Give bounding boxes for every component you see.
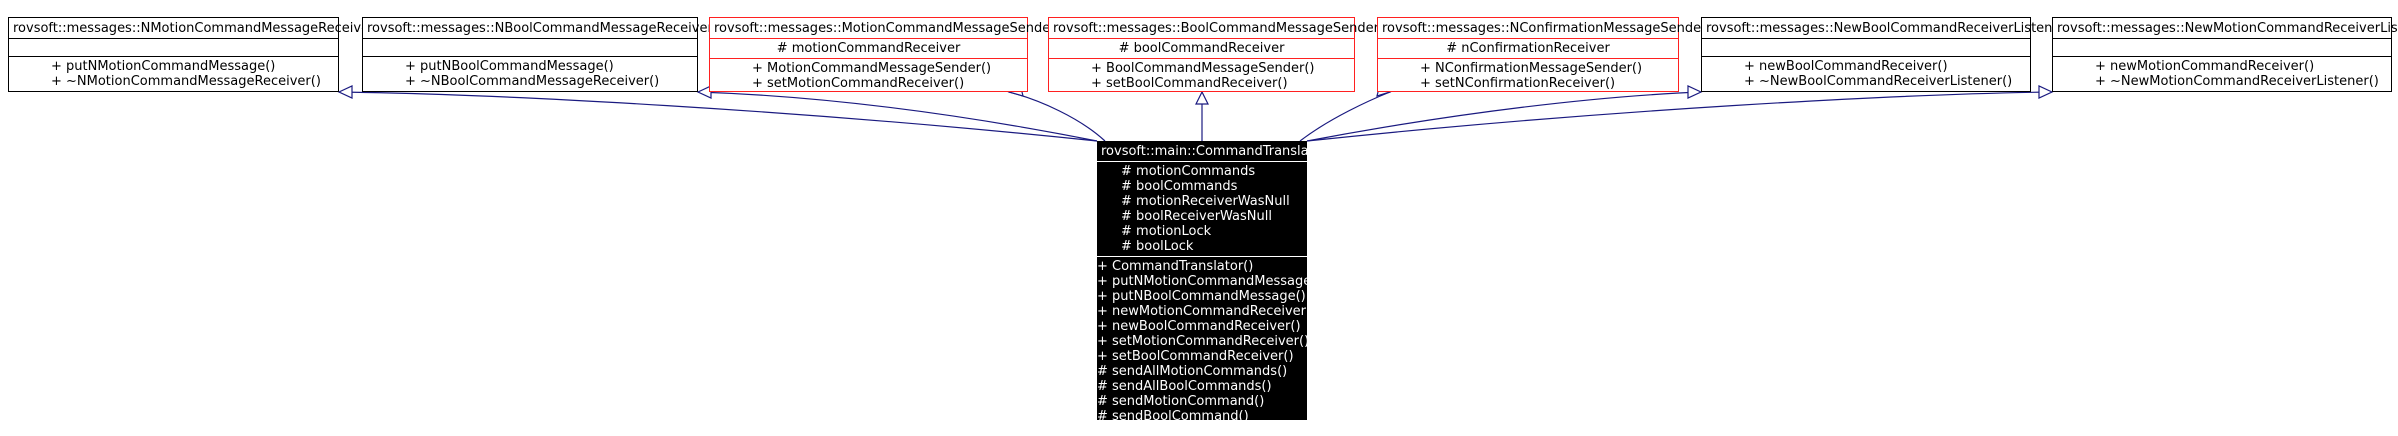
attribute: # boolReceiverWasNull — [1121, 209, 1272, 224]
operation: + setBoolCommandReceiver() — [1091, 76, 1288, 91]
attribute: # motionCommands — [1121, 164, 1256, 179]
edge-to-motion-sender — [1008, 91, 1106, 142]
edge-to-newmotion-listener — [1306, 91, 2053, 142]
class-name: rovsoft::messages::NBoolCommandMessageRe… — [367, 21, 713, 36]
operation: + setNConfirmationReceiver() — [1420, 76, 1616, 91]
inherit-arrowhead — [1687, 85, 1703, 99]
operations-section: + newBoolCommandReceiver() + ~NewBoolCom… — [1702, 56, 2030, 91]
operations-section: + CommandTranslator() + putNMotionComman… — [1097, 256, 1322, 426]
edge-to-nconfirmation-sender — [1299, 91, 1391, 142]
operation: + setMotionCommandReceiver() — [752, 76, 965, 91]
operation: + CommandTranslator() — [1097, 259, 1254, 274]
operation: # sendMotionCommand() — [1097, 394, 1265, 409]
class-name: rovsoft::messages::NMotionCommandMessage… — [13, 21, 375, 36]
attributes-section: # boolCommandReceiver — [1049, 38, 1354, 58]
attributes-section: # nConfirmationReceiver — [1378, 38, 1678, 58]
inherit-arrowhead — [1195, 90, 1209, 105]
operation: + ~NMotionCommandMessageReceiver() — [51, 74, 321, 89]
operations-section: + putNBoolCommandMessage() + ~NBoolComma… — [363, 56, 697, 91]
operation: # sendAllBoolCommands() — [1097, 379, 1272, 394]
operation: + ~NewMotionCommandReceiverListener() — [2095, 74, 2379, 89]
class-nmotion-command-message-receiver[interactable]: rovsoft::messages::NMotionCommandMessage… — [8, 17, 375, 92]
class-name: rovsoft::messages::MotionCommandMessageS… — [714, 21, 1056, 36]
operation: + MotionCommandMessageSender() — [752, 61, 992, 76]
operation: # sendAllMotionCommands() — [1097, 364, 1288, 379]
class-motion-command-message-sender[interactable]: rovsoft::messages::MotionCommandMessageS… — [709, 17, 1056, 93]
attribute: # motionLock — [1121, 224, 1212, 239]
operation: + newBoolCommandReceiver() — [1097, 319, 1301, 334]
operation: + putNBoolCommandMessage() — [1097, 289, 1306, 304]
operation: + putNMotionCommandMessage() — [51, 59, 276, 74]
attributes-section: # motionCommands # boolCommands # motion… — [1097, 161, 1307, 256]
class-name: rovsoft::main::CommandTranslator — [1101, 144, 1328, 159]
operation: + setMotionCommandReceiver() — [1097, 334, 1310, 349]
operation: + ~NBoolCommandMessageReceiver() — [405, 74, 660, 89]
class-name: rovsoft::messages::NewMotionCommandRecei… — [2057, 21, 2398, 36]
operation: + putNBoolCommandMessage() — [405, 59, 614, 74]
operations-section: + MotionCommandMessageSender() + setMoti… — [710, 58, 1027, 93]
class-command-translator[interactable]: rovsoft::main::CommandTranslator # motio… — [1097, 141, 1328, 424]
attribute: # motionReceiverWasNull — [1121, 194, 1290, 209]
operation: + ~NewBoolCommandReceiverListener() — [1744, 74, 2013, 89]
operation: + newMotionCommandReceiver() — [2095, 59, 2315, 74]
operation: + NConfirmationMessageSender() — [1420, 61, 1643, 76]
operations-section: + BoolCommandMessageSender() + setBoolCo… — [1049, 58, 1354, 93]
attribute: # boolLock — [1121, 239, 1194, 254]
class-nconfirmation-message-sender[interactable]: rovsoft::messages::NConfirmationMessageS… — [1377, 17, 1707, 93]
attribute: # boolCommandReceiver — [1118, 41, 1285, 56]
class-nbool-command-message-receiver[interactable]: rovsoft::messages::NBoolCommandMessageRe… — [362, 17, 713, 92]
attributes-section — [1702, 38, 2030, 56]
class-name: rovsoft::messages::BoolCommandMessageSen… — [1053, 21, 1379, 36]
operation: + newMotionCommandReceiver() — [1097, 304, 1317, 319]
attributes-section — [363, 38, 697, 56]
attributes-section — [9, 38, 338, 56]
inherit-arrowhead — [2038, 85, 2054, 99]
operation: + putNMotionCommandMessage() — [1097, 274, 1322, 289]
class-name: rovsoft::messages::NewBoolCommandReceive… — [1706, 21, 2066, 36]
operation: + setBoolCommandReceiver() — [1097, 349, 1294, 364]
edge-to-nmotion-receiver — [338, 91, 1098, 142]
attributes-section: # motionCommandReceiver — [710, 38, 1027, 58]
class-new-motion-command-receiver-listener[interactable]: rovsoft::messages::NewMotionCommandRecei… — [2052, 17, 2398, 92]
inherit-arrowhead — [337, 85, 353, 99]
operations-section: + putNMotionCommandMessage() + ~NMotionC… — [9, 56, 338, 91]
attribute: # motionCommandReceiver — [776, 41, 961, 56]
operations-section: + NConfirmationMessageSender() + setNCon… — [1378, 58, 1678, 93]
class-name: rovsoft::messages::NConfirmationMessageS… — [1382, 21, 1707, 36]
operation: + BoolCommandMessageSender() — [1091, 61, 1315, 76]
attribute: # nConfirmationReceiver — [1446, 41, 1610, 56]
edge-to-newbool-listener — [1306, 91, 1702, 142]
attributes-section — [2053, 38, 2391, 56]
operation: # sendBoolCommand() — [1097, 409, 1249, 424]
operations-section: + newMotionCommandReceiver() + ~NewMotio… — [2053, 56, 2391, 91]
class-bool-command-message-sender[interactable]: rovsoft::messages::BoolCommandMessageSen… — [1048, 17, 1379, 93]
edge-to-nbool-receiver — [697, 91, 1098, 142]
operation: + newBoolCommandReceiver() — [1744, 59, 1948, 74]
class-new-bool-command-receiver-listener[interactable]: rovsoft::messages::NewBoolCommandReceive… — [1701, 17, 2066, 92]
attribute: # boolCommands — [1121, 179, 1238, 194]
